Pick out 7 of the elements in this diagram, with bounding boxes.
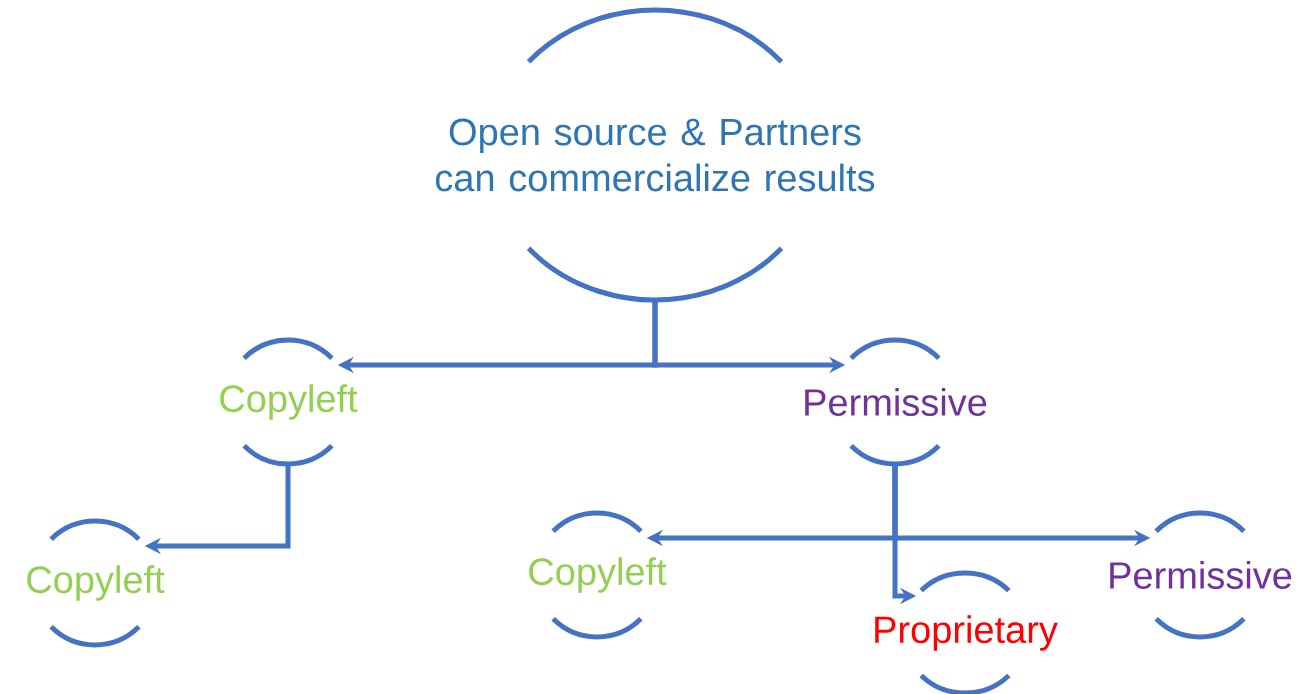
node-label: Copyleft <box>529 557 667 593</box>
node-label: Copyleft <box>27 565 165 601</box>
node-label: Copyleft <box>220 384 358 420</box>
node-label: Permissive <box>805 388 987 416</box>
node-label: Proprietary <box>875 615 1058 651</box>
node-label: Open source & Partners can commercialize results <box>435 118 875 192</box>
node-label: Permissive <box>1110 561 1292 589</box>
